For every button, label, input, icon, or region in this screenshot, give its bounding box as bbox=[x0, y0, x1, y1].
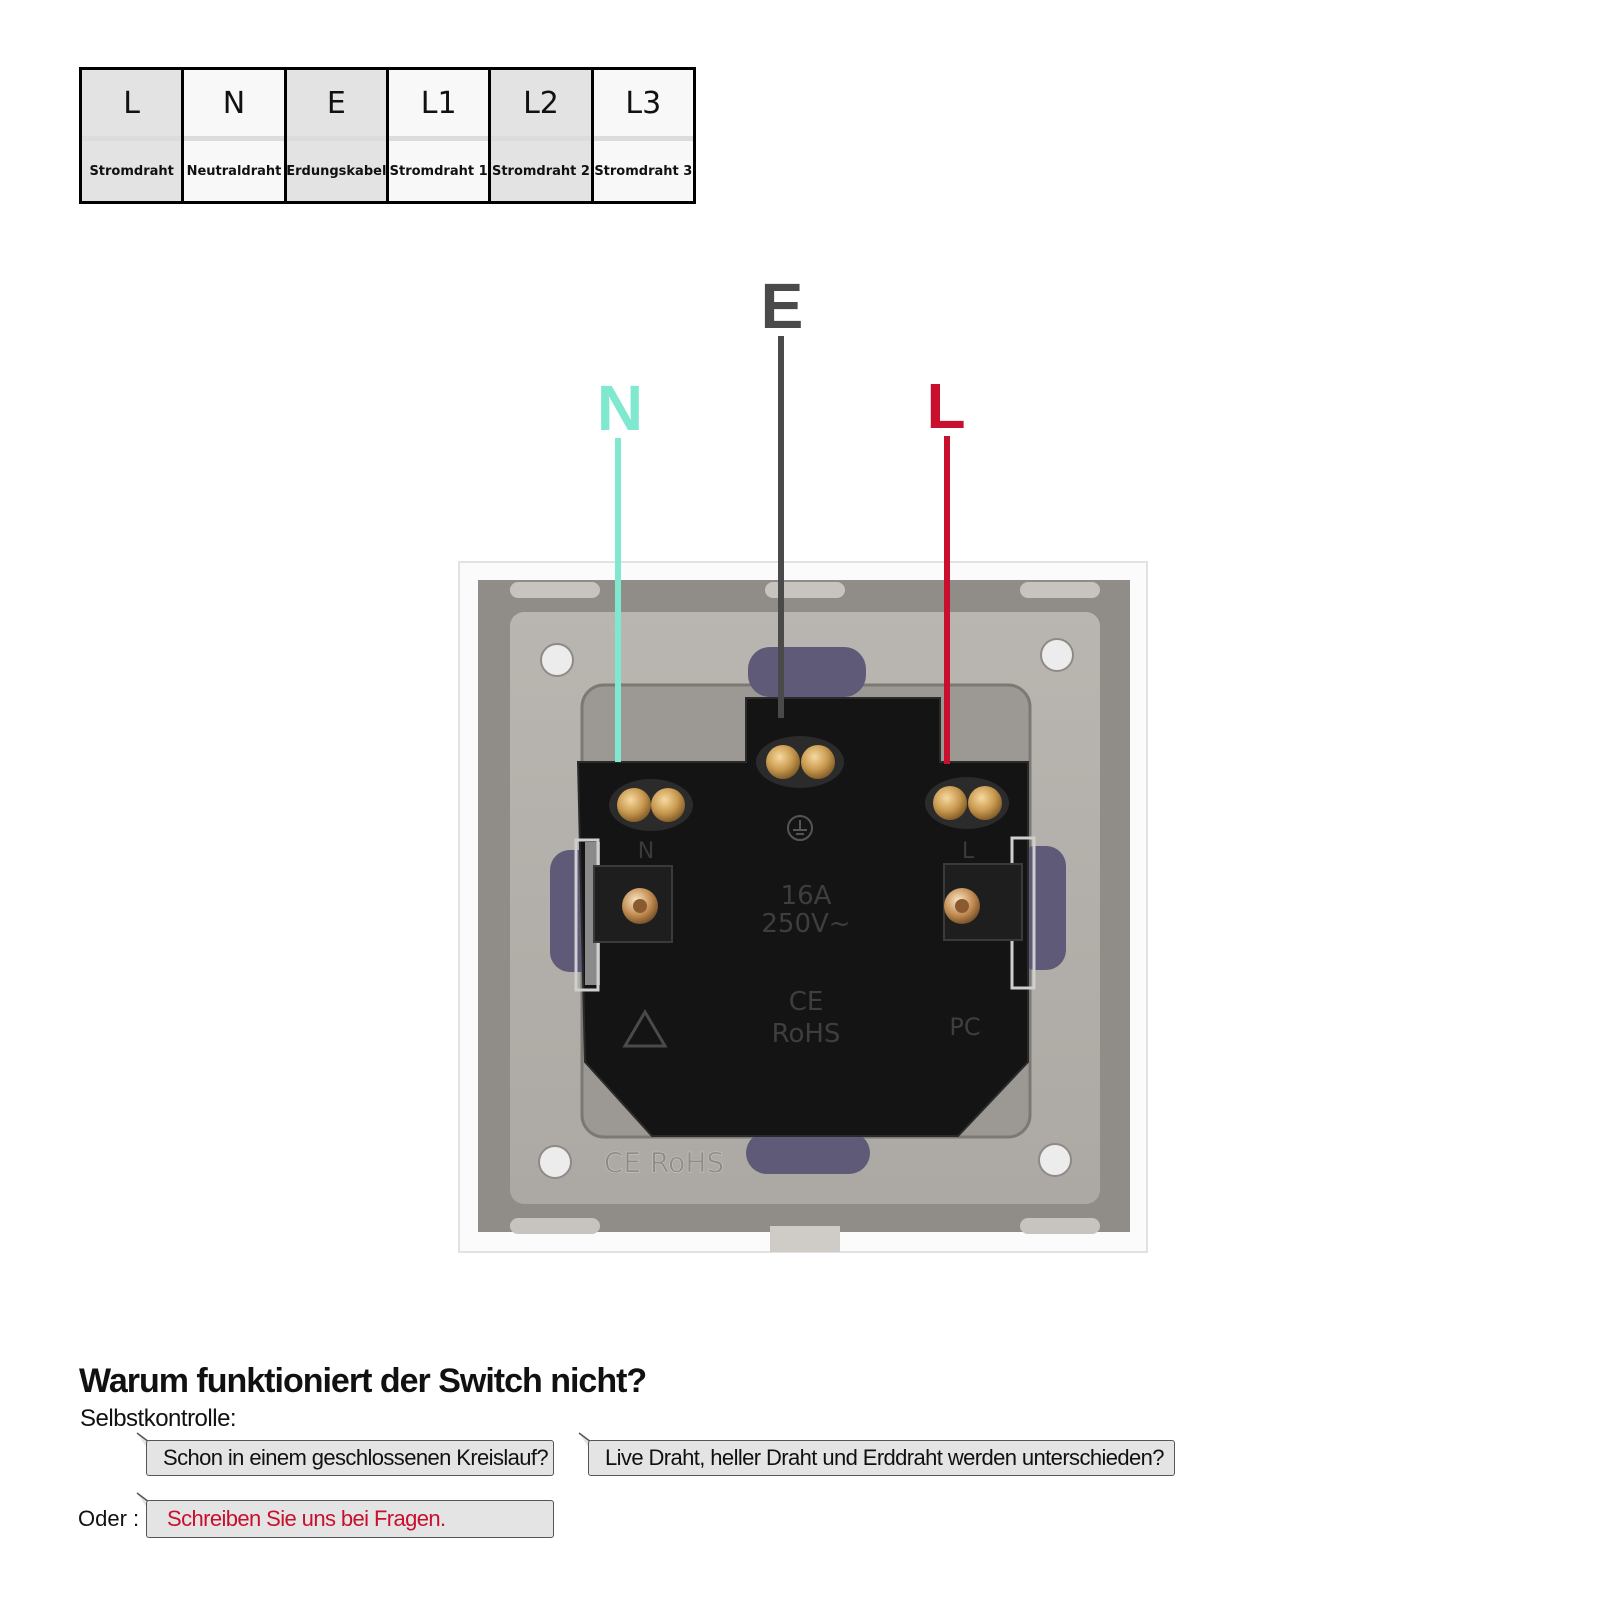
legend-code: L1 bbox=[388, 70, 489, 141]
legend-label: Stromdraht bbox=[89, 163, 174, 179]
legend-label: Neutraldraht bbox=[186, 163, 282, 179]
legend-cell-body: N Neutraldraht bbox=[184, 70, 284, 201]
legend-code: L2 bbox=[491, 70, 591, 141]
plate-tabs bbox=[510, 582, 1100, 1252]
legend-cell-body: L Stromdraht bbox=[82, 70, 182, 201]
legend-label: Stromdraht 2 bbox=[491, 163, 590, 179]
question-bubble-2: Live Draht, heller Draht und Erddraht we… bbox=[588, 1440, 1175, 1476]
question-bubble-1: Schon in einem geschlossenen Kreislauf? bbox=[146, 1440, 554, 1476]
or-label: Oder : bbox=[78, 1506, 140, 1531]
earth-wire-label: E bbox=[761, 270, 804, 342]
plate-ce-rohs-marking: CE RoHS bbox=[604, 1146, 724, 1179]
legend-cell-l: L Stromdraht bbox=[78, 67, 185, 204]
legend-cell-e: E Erdungskabel bbox=[283, 67, 389, 204]
legend-label: Erdungskabel bbox=[286, 163, 387, 179]
ce-marking: CE bbox=[789, 987, 824, 1017]
earth-symbol-icon bbox=[787, 815, 813, 841]
legend-label: Stromdraht 3 bbox=[594, 163, 693, 179]
legend-label: Stromdraht 1 bbox=[389, 163, 488, 179]
side-screws bbox=[622, 888, 980, 924]
recycle-icon bbox=[622, 1009, 668, 1048]
legend-code: N bbox=[184, 70, 284, 141]
terminal-n-marking: N bbox=[638, 839, 654, 864]
legend-code: L3 bbox=[593, 70, 693, 141]
wiring-diagram: N L 16A 250V~ CE RoHS PC CE RoHS N E L bbox=[458, 270, 1148, 1253]
terminal-l bbox=[925, 777, 1009, 829]
legend-code: E bbox=[286, 70, 386, 141]
live-wire-label: L bbox=[926, 370, 965, 442]
contact-bubble[interactable]: Schreiben Sie uns bei Fragen. bbox=[146, 1500, 554, 1538]
terminal-e bbox=[756, 736, 844, 788]
pc-marking: PC bbox=[949, 1013, 980, 1041]
terminal-n bbox=[609, 779, 693, 831]
legend-cell-body: E Erdungskabel bbox=[286, 70, 387, 201]
mounting-holes bbox=[538, 638, 1074, 1179]
rating-voltage: 250V~ bbox=[761, 909, 850, 939]
legend-code: L bbox=[82, 70, 182, 141]
self-check-label: Selbstkontrolle: bbox=[80, 1405, 237, 1432]
neutral-wire-label: N bbox=[597, 372, 643, 444]
terminal-l-marking: L bbox=[962, 839, 975, 864]
rating-current: 16A bbox=[781, 881, 832, 911]
faq-title: Warum funktioniert der Switch nicht? bbox=[79, 1362, 647, 1400]
rohs-marking: RoHS bbox=[772, 1019, 841, 1049]
legend-cell-n: N Neutraldraht bbox=[181, 67, 287, 204]
